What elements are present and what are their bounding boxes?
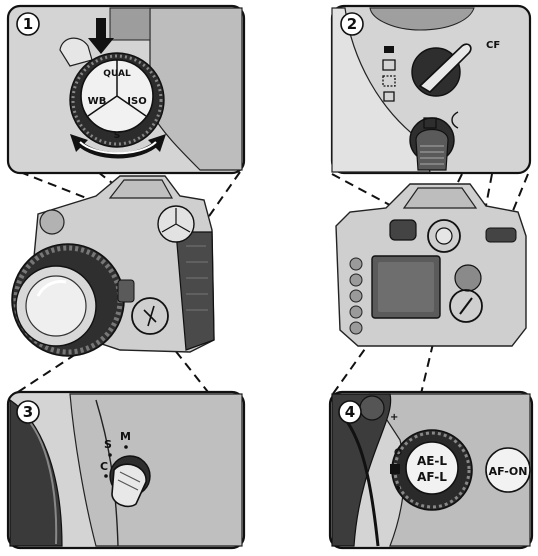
- panel-3-body: [70, 394, 242, 546]
- rear-button-4: [350, 306, 362, 318]
- lens-glass: [26, 276, 86, 336]
- camera-rear-command-dial: [486, 228, 516, 242]
- step-number-2: 2: [347, 15, 357, 33]
- panel-4-diopter-knob: [360, 396, 384, 420]
- metering-matrix-icon: [390, 464, 400, 474]
- lens-barrel-switch: [118, 280, 134, 302]
- metering-spot-icon: [396, 486, 400, 490]
- camera-rear-view: [336, 184, 526, 346]
- rear-button-3: [350, 290, 362, 302]
- step-number-3: 3: [23, 403, 33, 421]
- step-number-1: 1: [23, 15, 33, 33]
- rear-button-5: [350, 322, 362, 334]
- mode-dial-label-left: WB: [88, 96, 107, 107]
- rear-button-2: [350, 274, 362, 286]
- rear-button-1: [350, 258, 362, 270]
- focus-switch-dot-c: [104, 474, 108, 478]
- panel-2-focus-selector: CF 2: [332, 6, 530, 173]
- camera-rear-multi-selector: [455, 265, 481, 291]
- camera-rear-viewfinder: [390, 220, 416, 240]
- camera-front-left-dial: [40, 210, 64, 234]
- focus-switch-dot-m: [124, 445, 128, 449]
- af-on-label: AF-ON: [489, 465, 528, 478]
- mode-dial-label-bottom: S: [114, 131, 120, 141]
- mode-dial-label-right: ISO: [127, 96, 146, 107]
- ae-lock-label: AE-L: [417, 454, 447, 468]
- camera-front-view: [12, 176, 214, 356]
- focus-switch-dot-s: [108, 453, 112, 457]
- panel-1-mode-dial: QUAL WB ISO S 1: [8, 6, 244, 173]
- ae-af-lock-button: [406, 442, 458, 494]
- panel-1-hotshoe: [110, 8, 150, 40]
- mode-dial-label-top: QUAL: [103, 69, 131, 79]
- panel-3-focus-mode-switch: S M C 3: [8, 392, 244, 548]
- focus-switch-label-c: C: [100, 460, 108, 473]
- focus-switch-label-m: M: [120, 430, 131, 443]
- camera-rear-ae-lock-mini: [436, 228, 452, 244]
- af-lock-label: AF-L: [417, 470, 447, 484]
- panel-4-ae-af-lock: + AE-L AF-L AF-ON 4: [330, 392, 532, 548]
- diopter-plus-label: +: [390, 412, 398, 423]
- camera-rear-lcd-glare: [378, 262, 434, 312]
- single-point-area-icon: [384, 46, 394, 53]
- cf-label: CF: [486, 40, 500, 51]
- step-number-4: 4: [345, 403, 355, 421]
- focus-switch-label-s: S: [104, 438, 112, 451]
